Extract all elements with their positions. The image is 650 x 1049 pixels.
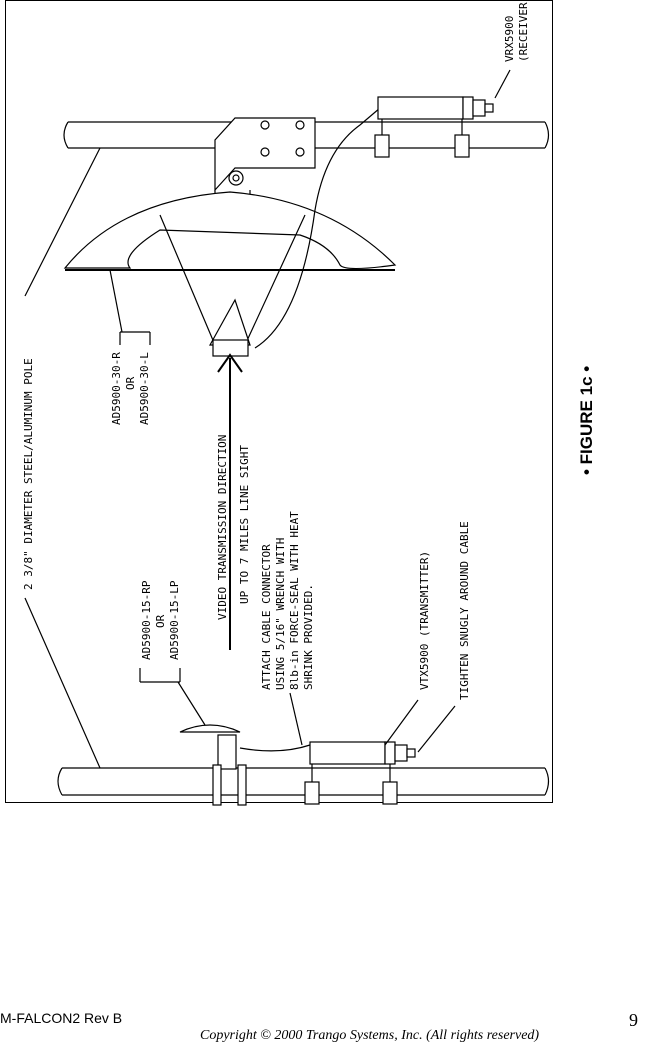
svg-text:AD5900-15-RP: AD5900-15-RP (140, 580, 153, 660)
copyright-notice: Copyright © 2000 Trango Systems, Inc. (A… (200, 1028, 540, 1043)
svg-text:OR: OR (154, 614, 167, 628)
svg-text:AD5900-30-R: AD5900-30-R (110, 352, 123, 425)
antenna-t-leader (139, 668, 206, 726)
svg-text:AD5900-30-L: AD5900-30-L (138, 352, 151, 425)
transmitter-leader (384, 699, 419, 746)
antenna-t-label: AD5900-15-RP OR AD5900-15-LP (140, 580, 181, 660)
svg-text:AD5900-15-LP: AD5900-15-LP (168, 580, 181, 660)
transmitter-unit (304, 741, 416, 805)
receiver-dish (63, 191, 397, 357)
svg-text:VRX5900: VRX5900 (503, 16, 516, 62)
dish-mount-plate (214, 117, 316, 201)
tighten-leader (417, 705, 456, 753)
figure-frame (5, 0, 553, 803)
receiver-cable (254, 107, 381, 349)
figure-caption: • FIGURE 1c • (577, 366, 596, 475)
transmitter-label: VTX5900 (TRANSMITTER) (418, 551, 431, 690)
svg-text:USING 5/16" WRENCH WITH: USING 5/16" WRENCH WITH (274, 538, 287, 690)
svg-text:VIDEO TRANSMISSION DIRECTION: VIDEO TRANSMISSION DIRECTION (216, 435, 229, 620)
connector-label: ATTACH CABLE CONNECTOR USING 5/16" WRENC… (260, 511, 315, 690)
pole-leader (24, 147, 101, 769)
document-id: M-FALCON2 Rev B (0, 1010, 123, 1026)
svg-text:OR: OR (124, 376, 137, 390)
svg-text:(RECEIVER): (RECEIVER) (517, 0, 530, 62)
direction-label: VIDEO TRANSMISSION DIRECTION UP TO 7 MIL… (216, 435, 251, 620)
svg-text:8lb-in FORCE-SEAL WITH HEAT: 8lb-in FORCE-SEAL WITH HEAT (288, 511, 301, 690)
receiver-unit (374, 96, 494, 158)
svg-text:ATTACH CABLE CONNECTOR: ATTACH CABLE CONNECTOR (260, 544, 273, 690)
transmitter-cable (239, 744, 311, 752)
tighten-label: TIGHTEN SNUGLY AROUND CABLE (458, 521, 471, 700)
antenna-r-label: AD5900-30-R OR AD5900-30-L (110, 352, 151, 425)
direction-arrow (217, 353, 243, 650)
receiver-leader (494, 69, 511, 99)
antenna-r-leader (109, 269, 151, 345)
svg-text:SHRINK PROVIDED.: SHRINK PROVIDED. (302, 584, 315, 690)
transmitter-antenna (179, 724, 247, 806)
bottom-pole (57, 767, 550, 796)
connector-leader (289, 692, 303, 746)
receiver-label: VRX5900 (RECEIVER) (503, 0, 530, 62)
page-number: 9 (629, 1010, 638, 1030)
pole-label: 2 3/8" DIAMETER STEEL/ALUMINUM POLE (22, 358, 35, 590)
svg-text:UP TO 7 MILES LINE SIGHT: UP TO 7 MILES LINE SIGHT (238, 445, 251, 604)
